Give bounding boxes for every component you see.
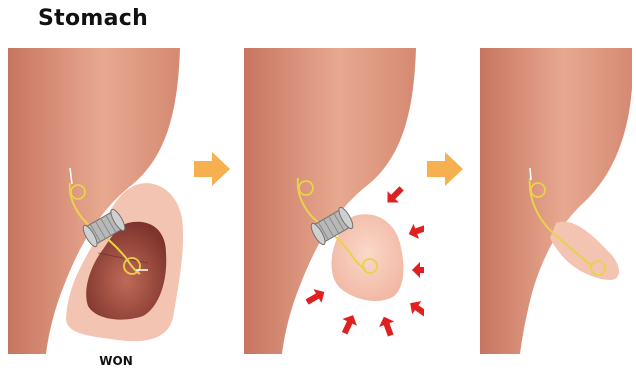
won-label: WON (88, 354, 144, 368)
residual-tissue (550, 222, 619, 280)
panel-resolved (480, 48, 632, 354)
panel-stent-placement (8, 48, 188, 354)
right-arrow-icon (425, 150, 465, 188)
figure-title: Stomach (38, 6, 148, 31)
right-arrow-icon (192, 150, 232, 188)
panel-cavity-collapse (244, 48, 424, 354)
stomach-wall (480, 48, 632, 354)
